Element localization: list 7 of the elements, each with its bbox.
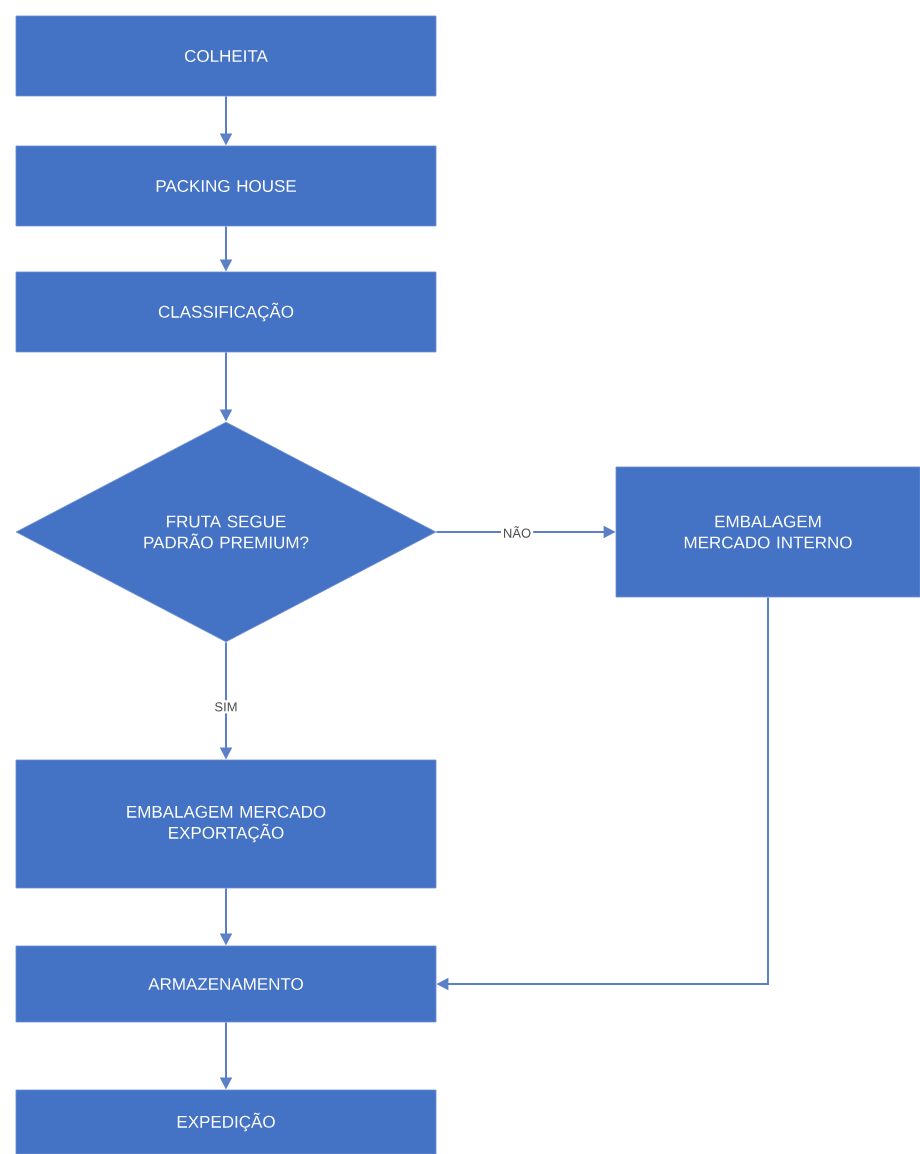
process-box: COLHEITA — [15, 15, 437, 97]
process-box: PACKING HOUSE — [15, 145, 437, 227]
process-box: EMBALAGEM MERCADO INTERNO — [615, 466, 920, 598]
process-box: EXPEDIÇÃO — [15, 1089, 437, 1154]
process-box: EMBALAGEM MERCADO EXPORTAÇÃO — [15, 759, 437, 889]
process-box: CLASSIFICAÇÃO — [15, 271, 437, 353]
process-box: ARMAZENAMENTO — [15, 945, 437, 1023]
